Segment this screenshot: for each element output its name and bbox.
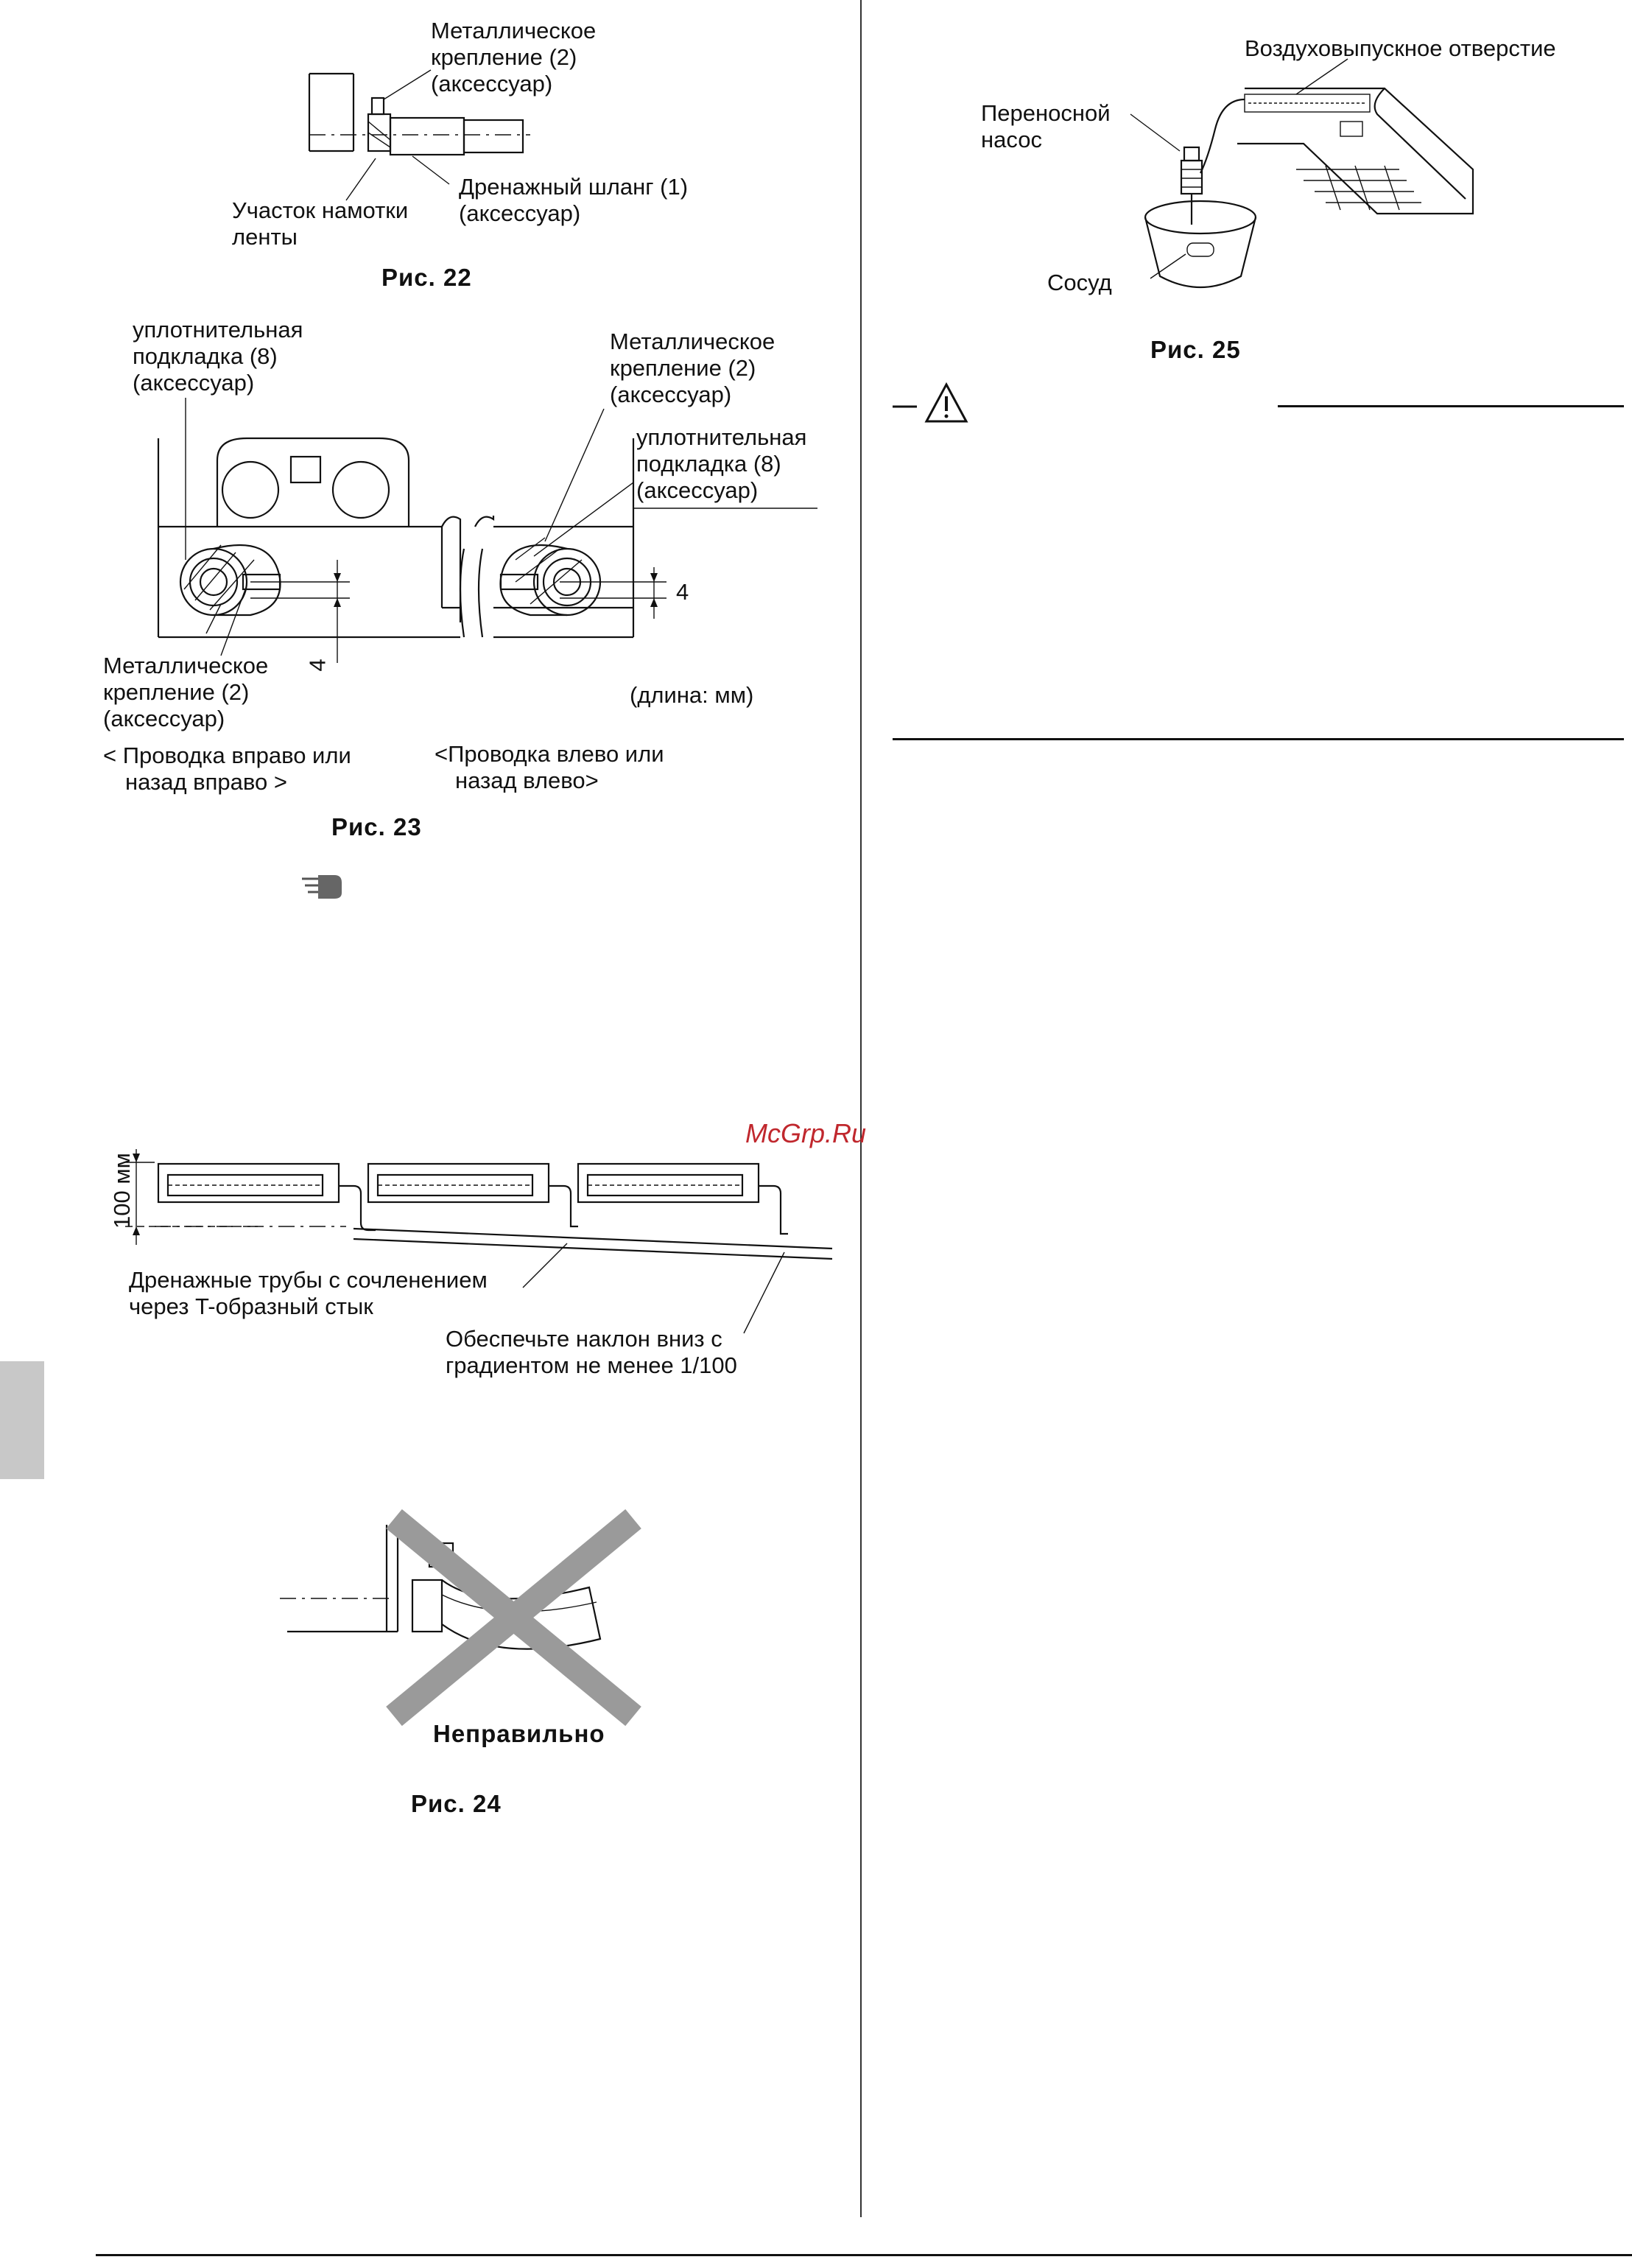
fig23-pad-left-line1: уплотнительная [133, 317, 303, 343]
fig25-pump-label-line2: насос [981, 127, 1042, 152]
fig23-routing-right-line1: < Проводка вправо или [103, 742, 351, 768]
fig23-routing-left-line1: <Проводка влево или [435, 741, 664, 767]
fig23-dimension-right: 4 [676, 579, 689, 605]
fig23-pad-left-line3: (аксессуар) [133, 370, 255, 396]
fig22-hose-label-line1: Дренажный шланг (1) [459, 174, 689, 200]
fig23-unit-note: (длина: мм) [630, 682, 754, 708]
fig23-clamp-right-line1: Металлическое [610, 329, 775, 354]
figure-24-wrong-label: Неправильно [433, 1720, 605, 1747]
fig22-tape-label-line2: ленты [232, 224, 298, 250]
figure-25-caption: Рис. 25 [1150, 336, 1241, 363]
figure-24-caption: Рис. 24 [411, 1790, 502, 1817]
fig23-pad-right-line3: (аксессуар) [636, 477, 759, 503]
drain-tee-label-line2: через T-образный стык [129, 1293, 373, 1319]
figure-22-caption: Рис. 22 [381, 264, 472, 291]
fig25-outlet-label: Воздуховыпускное отверстие [1245, 35, 1556, 61]
drain-slope-label-line1: Обеспечьте наклон вниз с [446, 1326, 722, 1352]
watermark: McGrp.Ru [745, 1118, 867, 1148]
figure-23-caption: Рис. 23 [331, 813, 422, 840]
fig22-clamp-label-line1: Металлическое [431, 18, 597, 43]
drain-tee-label-line1: Дренажные трубы с сочленением [129, 1267, 488, 1293]
fig22-tape-label-line1: Участок намотки [232, 197, 409, 223]
fig23-pad-right-line1: уплотнительная [636, 424, 807, 450]
fig23-routing-right-line2: назад вправо > [125, 769, 287, 795]
fig23-pad-right-line2: подкладка (8) [636, 451, 781, 477]
fig25-vessel-label: Сосуд [1047, 270, 1112, 295]
fig22-hose-label-line2: (аксессуар) [459, 200, 581, 226]
footer-rule [96, 2254, 1632, 2256]
fig23-clamp-right-line3: (аксессуар) [610, 382, 732, 407]
fig23-pad-left-line2: подкладка (8) [133, 343, 278, 369]
fig25-pump-label-line1: Переносной [981, 100, 1111, 126]
fig23-routing-left-line2: назад влево> [455, 768, 599, 793]
drain-slope-label-line2: градиентом не менее 1/100 [446, 1352, 737, 1378]
section-tab-marker [0, 1361, 44, 1479]
fig23-clamp-left-line1: Металлическое [103, 653, 269, 678]
fig22-clamp-label-line3: (аксессуар) [431, 71, 553, 96]
warning-box-top-rule [1278, 405, 1624, 407]
fig23-clamp-right-line2: крепление (2) [610, 355, 756, 381]
fig22-clamp-label-line2: крепление (2) [431, 44, 577, 70]
fig23-clamp-left-line3: (аксессуар) [103, 706, 225, 731]
warning-box-bottom-rule [893, 738, 1624, 740]
column-divider [860, 0, 862, 2217]
fig23-clamp-left-line2: крепление (2) [103, 679, 250, 705]
